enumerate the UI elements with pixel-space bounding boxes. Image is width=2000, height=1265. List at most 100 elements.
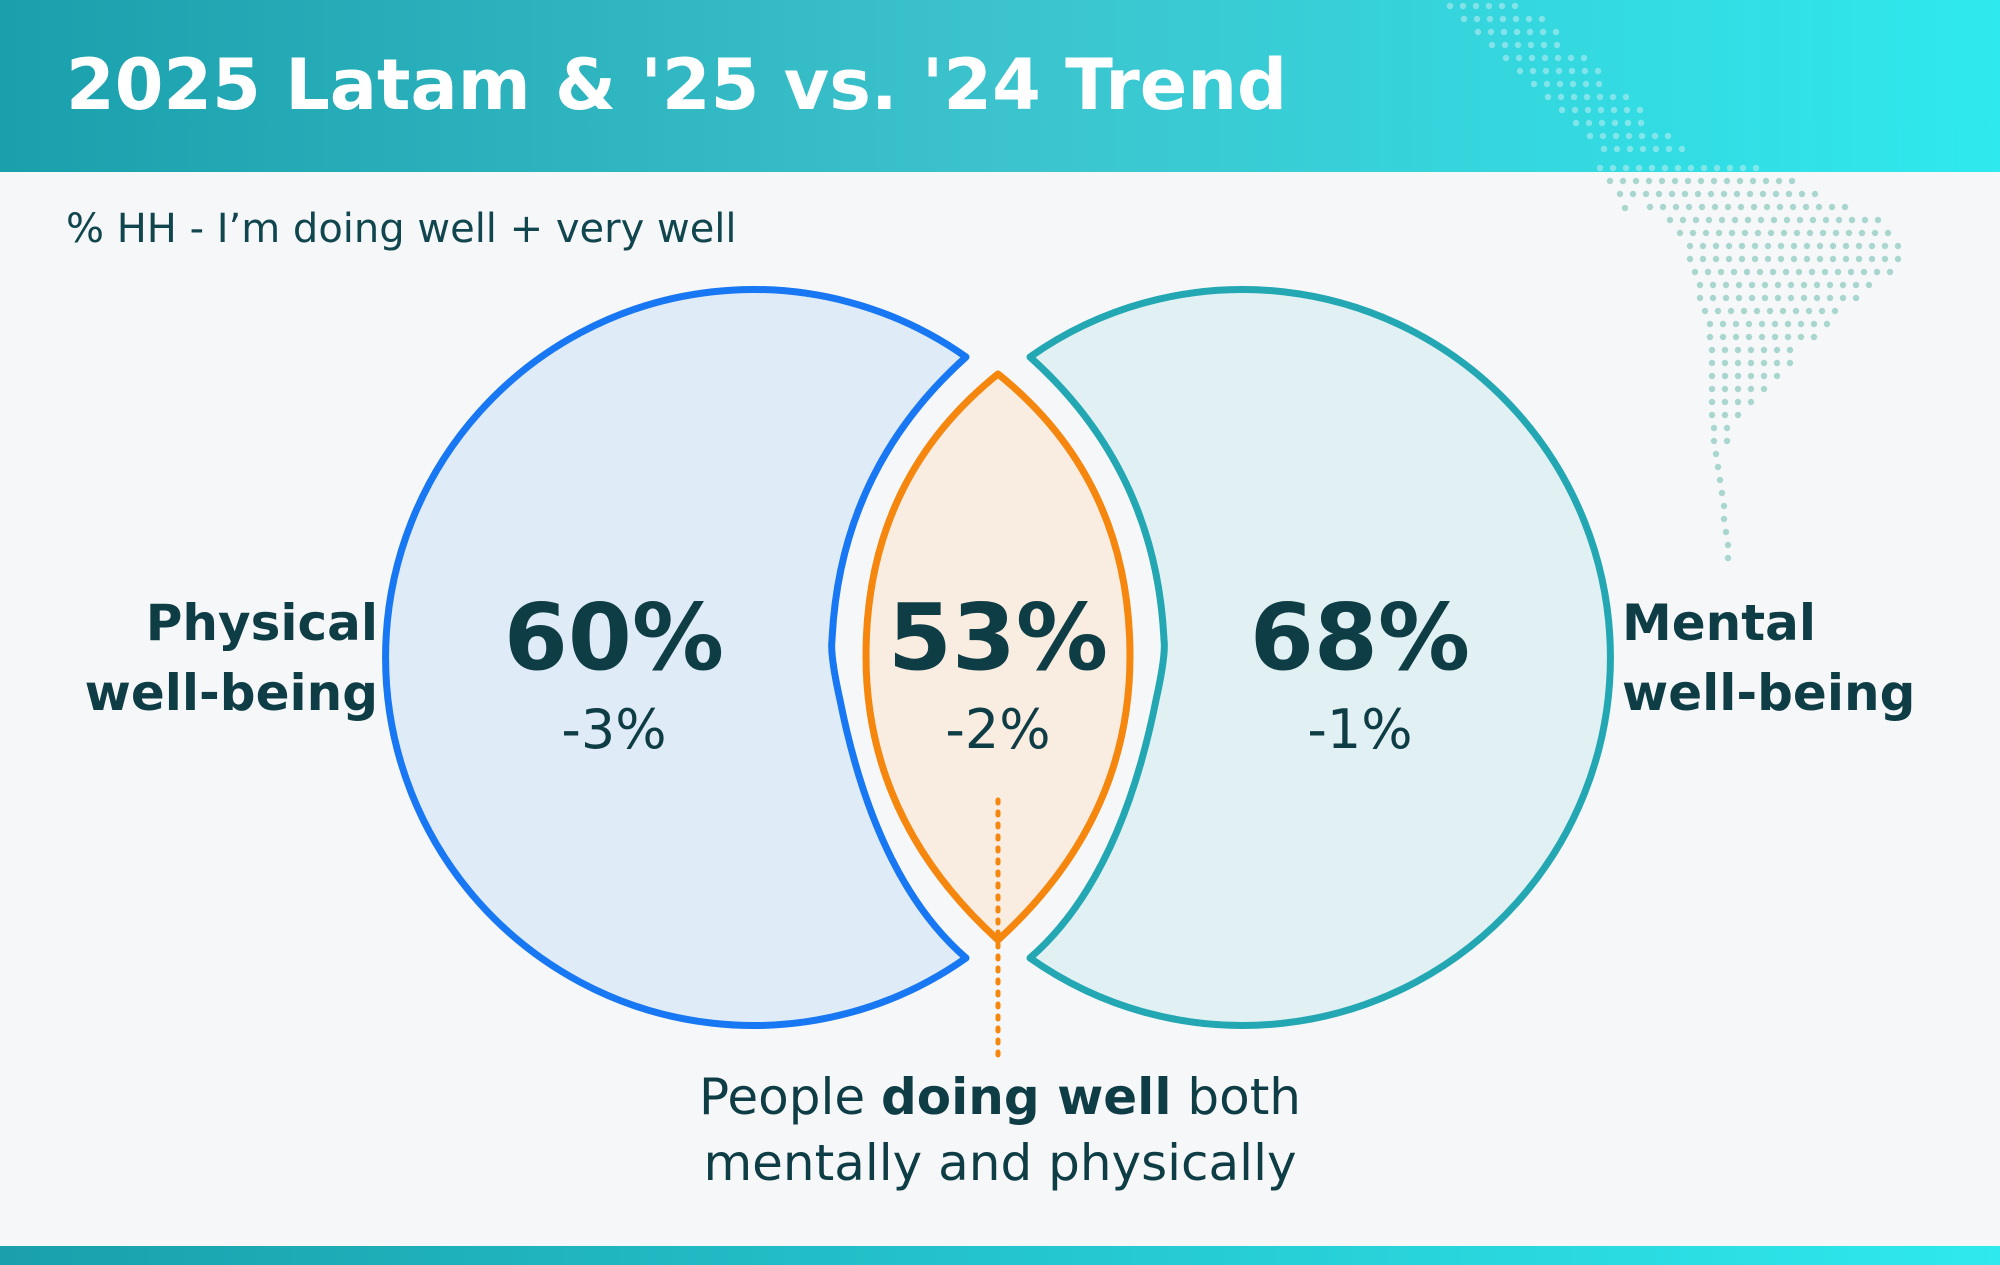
map-dot: [1796, 216, 1804, 224]
map-dot: [1692, 216, 1700, 224]
map-dot: [1776, 203, 1784, 211]
map-dot: [1738, 242, 1746, 250]
map-dot: [1613, 145, 1621, 153]
mental-delta: -1%: [1307, 698, 1413, 761]
map-dot: [1708, 346, 1716, 354]
map-dot: [1619, 177, 1627, 185]
map-dot: [1735, 294, 1743, 302]
map-dot: [1712, 450, 1720, 458]
overlap-stat: 53% -2%: [838, 588, 1158, 766]
map-dot: [1526, 28, 1534, 36]
map-dot: [1558, 106, 1566, 114]
map-dot: [1572, 119, 1580, 127]
map-dot: [1611, 119, 1619, 127]
map-dot: [1538, 15, 1546, 23]
map-dot: [1786, 346, 1794, 354]
map-dot: [1710, 437, 1718, 445]
map-dot: [1712, 255, 1720, 263]
map-dot: [1678, 145, 1686, 153]
map-dot: [1668, 190, 1676, 198]
map-dot: [1881, 255, 1889, 263]
map-dot: [1696, 294, 1704, 302]
map-dot: [1648, 164, 1656, 172]
map-dot: [1698, 203, 1706, 211]
overlap-caption: People doing well both mentally and phys…: [600, 1064, 1400, 1196]
map-dot: [1724, 554, 1732, 562]
map-dot: [1773, 346, 1781, 354]
map-dot: [1884, 229, 1892, 237]
map-dot: [1556, 80, 1564, 88]
map-dot: [1813, 281, 1821, 289]
page-title: 2025 Latam & '25 vs. '24 Trend: [66, 44, 1288, 126]
map-dot: [1516, 67, 1524, 75]
map-dot: [1894, 255, 1902, 263]
map-dot: [1622, 93, 1630, 101]
map-dot: [1655, 190, 1663, 198]
map-dot: [1758, 333, 1766, 341]
map-dot: [1696, 281, 1704, 289]
map-dot: [1583, 93, 1591, 101]
map-dot: [1823, 320, 1831, 328]
map-dot: [1629, 190, 1637, 198]
map-dot: [1708, 398, 1716, 406]
map-dot: [1624, 119, 1632, 127]
map-dot: [1886, 268, 1894, 276]
map-dot: [1687, 164, 1695, 172]
map-dot: [1719, 320, 1727, 328]
mental-stat: 68% -1%: [1200, 588, 1520, 766]
map-dot: [1829, 242, 1837, 250]
map-dot: [1798, 190, 1806, 198]
map-dot: [1756, 268, 1764, 276]
map-dot: [1557, 93, 1565, 101]
map-dot: [1674, 164, 1682, 172]
footer-bar: [0, 1246, 2000, 1265]
map-dot: [1512, 15, 1520, 23]
map-dot: [1705, 216, 1713, 224]
map-dot: [1810, 333, 1818, 341]
map-dot: [1821, 268, 1829, 276]
map-dot: [1723, 437, 1731, 445]
map-dot: [1708, 372, 1716, 380]
map-dot: [1792, 307, 1800, 315]
map-dot: [1514, 41, 1522, 49]
map-dot: [1544, 93, 1552, 101]
map-dot: [1718, 489, 1726, 497]
page-subtitle: % HH - I’m doing well + very well: [66, 206, 737, 252]
map-dot: [1635, 164, 1643, 172]
map-dot: [1747, 372, 1755, 380]
map-dot: [1460, 15, 1468, 23]
map-dot: [1753, 307, 1761, 315]
map-dot: [1855, 242, 1863, 250]
map-dot: [1752, 164, 1760, 172]
map-dot: [1694, 190, 1702, 198]
map-dot: [1596, 93, 1604, 101]
map-dot: [1474, 28, 1482, 36]
map-dot: [1529, 67, 1537, 75]
map-dot: [1842, 242, 1850, 250]
map-dot: [1787, 281, 1795, 289]
map-dot: [1610, 106, 1618, 114]
map-dot: [1746, 190, 1754, 198]
map-dot: [1665, 145, 1673, 153]
map-dot: [1623, 106, 1631, 114]
map-dot: [1585, 119, 1593, 127]
map-dot: [1706, 320, 1714, 328]
map-dot: [1816, 242, 1824, 250]
map-dot: [1740, 307, 1748, 315]
map-dot: [1800, 281, 1808, 289]
map-dot: [1689, 229, 1697, 237]
map-dot: [1706, 333, 1714, 341]
physical-stat: 60% -3%: [454, 588, 774, 766]
map-dot: [1486, 15, 1494, 23]
map-dot: [1749, 177, 1757, 185]
map-dot: [1784, 320, 1792, 328]
map-dot: [1733, 190, 1741, 198]
map-dot: [1718, 216, 1726, 224]
map-dot: [1596, 164, 1604, 172]
map-dot: [1721, 346, 1729, 354]
map-dot: [1686, 255, 1694, 263]
map-dot: [1826, 294, 1834, 302]
map-dot: [1810, 320, 1818, 328]
map-dot: [1502, 54, 1510, 62]
map-dot: [1555, 67, 1563, 75]
